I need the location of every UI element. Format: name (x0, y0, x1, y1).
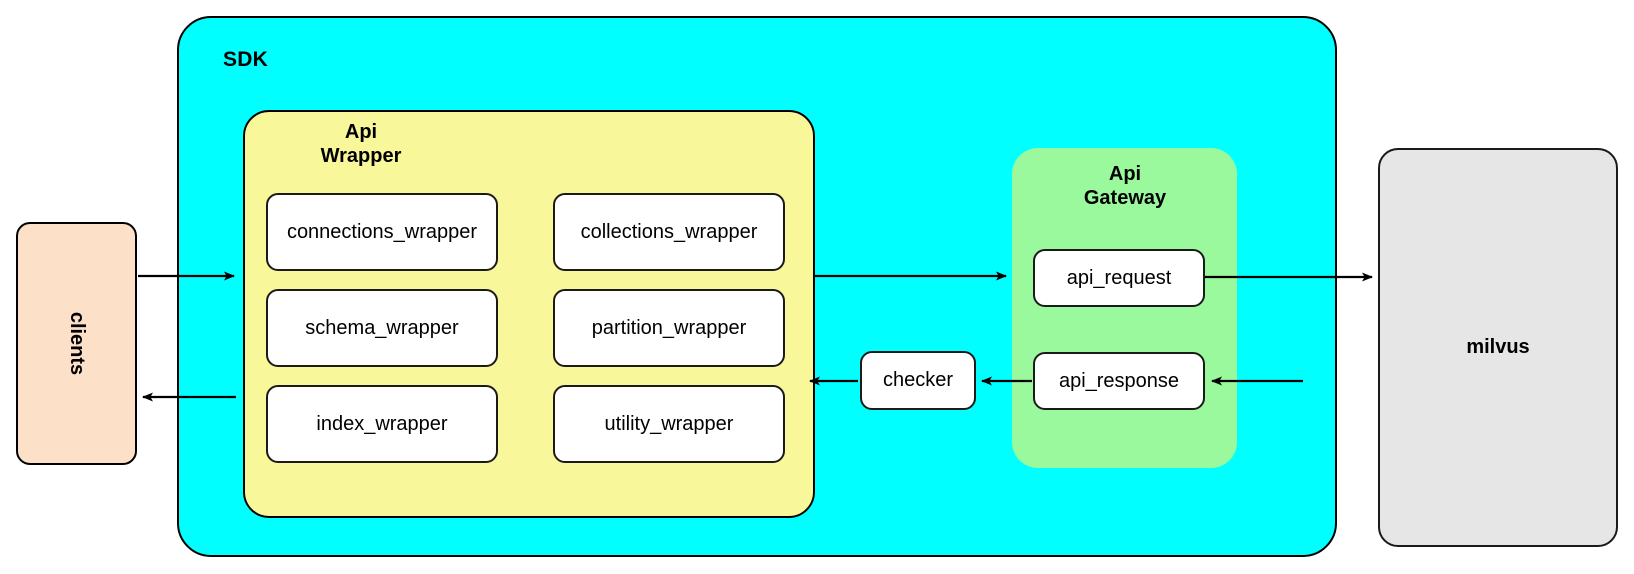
module-label: collections_wrapper (580, 220, 758, 243)
module-api-response[interactable]: api_response (1033, 352, 1205, 410)
api-gateway-label: Api Gateway (1020, 162, 1230, 211)
module-index-wrapper[interactable]: index_wrapper (266, 385, 498, 463)
milvus-label: milvus (1466, 336, 1530, 358)
checker-node[interactable]: checker (860, 351, 976, 410)
api-gateway-container[interactable]: Api Gateway (1012, 148, 1237, 468)
api-gateway-label-line2: Gateway (1083, 187, 1167, 210)
clients-node[interactable]: clients (16, 222, 137, 465)
sdk-label: SDK (223, 48, 268, 71)
module-label: connections_wrapper (286, 220, 478, 243)
module-collections-wrapper[interactable]: collections_wrapper (553, 193, 785, 271)
module-partition-wrapper[interactable]: partition_wrapper (553, 289, 785, 367)
module-utility-wrapper[interactable]: utility_wrapper (553, 385, 785, 463)
module-label: utility_wrapper (604, 412, 734, 435)
api-wrapper-label-line2: Wrapper (320, 145, 402, 168)
module-label: api_response (1058, 369, 1180, 392)
module-label: api_request (1066, 266, 1172, 289)
module-schema-wrapper[interactable]: schema_wrapper (266, 289, 498, 367)
module-connections-wrapper[interactable]: connections_wrapper (266, 193, 498, 271)
api-wrapper-label: Api Wrapper (261, 120, 461, 169)
clients-label: clients (65, 311, 88, 376)
milvus-node[interactable]: milvus (1378, 148, 1618, 547)
module-label: index_wrapper (316, 412, 448, 435)
api-wrapper-label-line1: Api (344, 121, 378, 143)
module-label: schema_wrapper (305, 316, 459, 339)
module-label: partition_wrapper (591, 316, 747, 339)
module-api-request[interactable]: api_request (1033, 249, 1205, 307)
checker-label: checker (882, 369, 954, 391)
api-gateway-label-line1: Api (1108, 163, 1142, 185)
